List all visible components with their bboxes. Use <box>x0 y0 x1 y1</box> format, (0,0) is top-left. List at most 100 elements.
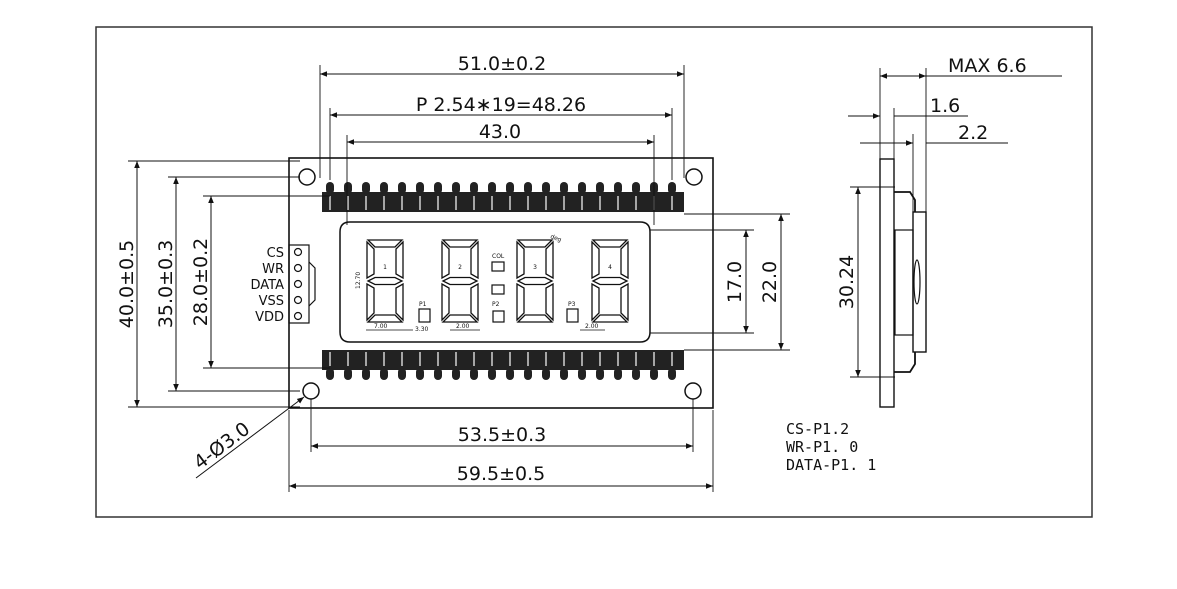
digit-segment <box>516 282 525 322</box>
dim-glass-height: 22.0 <box>759 261 781 303</box>
deg-label: deg <box>549 233 562 244</box>
top-pin <box>560 182 568 194</box>
connector-pin <box>293 247 303 257</box>
connector-pin <box>293 295 303 305</box>
top-pin <box>524 182 532 194</box>
dim-board-thickness: 1.6 <box>930 95 960 117</box>
note-wr: WR-P1. 0 <box>786 438 858 456</box>
colon-segment <box>491 284 505 295</box>
dim-glass-thickness: 2.2 <box>958 122 988 144</box>
digit-segment <box>441 240 450 280</box>
digit-4: 4 <box>591 239 629 323</box>
digit-segment <box>470 240 479 280</box>
bottom-pin <box>326 368 334 380</box>
small-dim-d: 2.00 <box>585 323 599 330</box>
dim-pitch: P 2.54∗19=48.26 <box>416 94 586 116</box>
bottom-pin <box>344 368 352 380</box>
digit-segment <box>516 276 554 286</box>
side-view: MAX 6.6 1.6 2.2 30.24 <box>836 55 1062 408</box>
digit-segment <box>366 240 375 280</box>
dim-board-width: 59.5±0.5 <box>457 463 545 485</box>
side-board <box>879 158 895 408</box>
bottom-pin <box>650 368 658 380</box>
bottom-pin <box>380 368 388 380</box>
p2-label: P2 <box>492 301 500 308</box>
dim-inner-width: 43.0 <box>479 121 521 143</box>
digit-segment <box>470 282 479 322</box>
mounting-hole <box>684 382 702 400</box>
bottom-pin-row <box>326 352 676 380</box>
digit-2: 2 <box>441 239 479 323</box>
mounting-hole <box>685 168 703 186</box>
mounting-hole <box>302 382 320 400</box>
dim-pin-row-height: 28.0±0.2 <box>190 238 212 326</box>
dim-module-height: 40.0±0.5 <box>116 240 138 328</box>
top-pin <box>416 182 424 194</box>
digit-segment <box>516 314 554 323</box>
digit-segment <box>545 282 554 322</box>
digit-segment <box>545 240 554 280</box>
digit-segment <box>366 239 404 248</box>
bottom-pin <box>470 368 478 380</box>
digit-segment <box>620 240 629 280</box>
bottom-pin-band <box>322 350 684 370</box>
digit-segment <box>366 276 404 286</box>
top-pin <box>506 182 514 194</box>
top-pin <box>596 182 604 194</box>
p3-segment <box>566 308 579 323</box>
digit-segment <box>366 314 404 323</box>
p1-label: P1 <box>419 301 427 308</box>
digit-number-label: 1 <box>383 264 387 271</box>
bottom-pin <box>524 368 532 380</box>
hole-leader-line <box>195 396 305 479</box>
bottom-pin <box>596 368 604 380</box>
bottom-pin <box>488 368 496 380</box>
digit-segment <box>395 282 404 322</box>
bottom-pin <box>542 368 550 380</box>
dim-hole-spec: 4-Ø3.0 <box>190 418 254 474</box>
top-pin <box>488 182 496 194</box>
digit-segment <box>366 282 375 322</box>
side-lens <box>913 259 921 305</box>
bottom-pin <box>434 368 442 380</box>
drawing-frame <box>95 26 1093 518</box>
small-dim-h: 12.70 <box>355 272 362 289</box>
connector-pin <box>293 279 303 289</box>
digit-segment <box>516 239 554 248</box>
p2-segment <box>492 310 505 323</box>
digit-group: 1 2 3 4 <box>366 239 629 323</box>
connector-pin <box>293 311 303 321</box>
note-cs: CS-P1.2 <box>786 420 849 438</box>
p1-segment <box>418 308 431 323</box>
digit-segment <box>591 239 629 248</box>
note-data: DATA-P1. 1 <box>786 456 876 474</box>
digit-number-label: 4 <box>608 264 612 271</box>
connector-pin <box>293 263 303 273</box>
top-pin <box>632 182 640 194</box>
top-pin <box>542 182 550 194</box>
digit-segment <box>591 282 600 322</box>
dim-side-height: 30.24 <box>836 255 858 309</box>
digit-segment <box>591 314 629 323</box>
digit-segment <box>591 276 629 286</box>
bottom-pin <box>614 368 622 380</box>
top-pin <box>470 182 478 194</box>
pin-label-vss: VSS <box>259 294 284 309</box>
bottom-pin <box>560 368 568 380</box>
side-pin-top <box>894 191 916 212</box>
digit-segment <box>441 314 479 323</box>
bottom-pin <box>632 368 640 380</box>
top-pin <box>380 182 388 194</box>
top-pin <box>452 182 460 194</box>
top-pin <box>398 182 406 194</box>
lcd-glass <box>339 221 651 343</box>
small-dim-b: 3.30 <box>415 326 429 333</box>
digit-number-label: 3 <box>533 264 537 271</box>
digit-segment <box>591 240 600 280</box>
dim-window-height: 17.0 <box>724 261 746 303</box>
digit-segment <box>620 282 629 322</box>
p3-label: P3 <box>568 301 576 308</box>
col-label: COL <box>492 253 505 260</box>
